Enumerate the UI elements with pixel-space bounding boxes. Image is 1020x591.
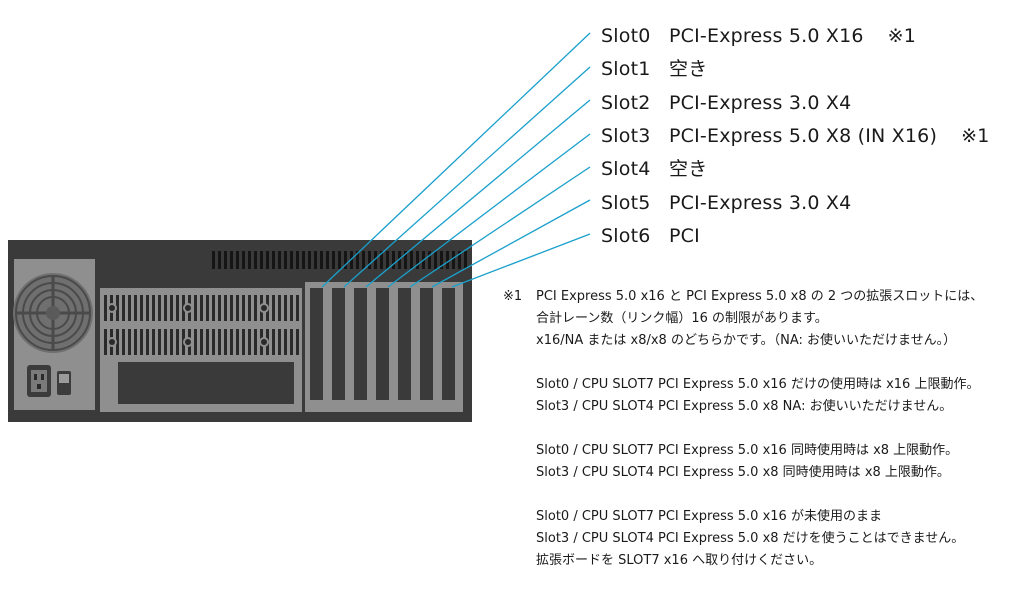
slot-name: Slot0 bbox=[601, 25, 651, 47]
footnote-line: 拡張ボードを SLOT7 x16 へ取り付けください。 bbox=[536, 553, 823, 568]
footnote-text: PCI Express 5.0 x16 と PCI Express 5.0 x8… bbox=[536, 289, 984, 304]
slot-desc: PCI-Express 5.0 X8 (IN X16) bbox=[669, 125, 938, 147]
footnote-line: Slot3 / CPU SLOT4 PCI Express 5.0 x8 だけを… bbox=[536, 531, 965, 546]
footnote-line: Slot3 / CPU SLOT4 PCI Express 5.0 x8 NA:… bbox=[536, 399, 953, 414]
slot-desc: 空き bbox=[669, 158, 708, 180]
slot-note: ※1 bbox=[961, 125, 990, 147]
footnote-block: ※1 PCI Express 5.0 x16 と PCI Express 5.0… bbox=[503, 286, 1018, 572]
footnote-line: 合計レーン数（リンク幅）16 の制限があります。 bbox=[536, 311, 828, 326]
slot-name: Slot3 bbox=[601, 125, 651, 147]
psu-fan-icon bbox=[13, 273, 93, 353]
leader-lines bbox=[321, 32, 591, 288]
slot-label-1: Slot1 空き bbox=[601, 54, 707, 84]
power-supply bbox=[13, 259, 95, 410]
leader-line-slot0 bbox=[321, 32, 591, 288]
slot-label-3: Slot3 PCI-Express 5.0 X8 (IN X16) ※1 bbox=[601, 121, 990, 151]
footnote-line: Slot0 / CPU SLOT7 PCI Express 5.0 x16 だけ… bbox=[536, 377, 980, 392]
slot-name: Slot1 bbox=[601, 58, 651, 80]
top-vent-grille bbox=[212, 251, 467, 269]
leader-line-slot6 bbox=[451, 233, 591, 288]
footnote-line: x16/NA または x8/x8 のどちらかです。（NA: お使いいただけません… bbox=[536, 333, 957, 348]
slot-label-2: Slot2 PCI-Express 3.0 X4 bbox=[601, 88, 851, 118]
slot-label-4: Slot4 空き bbox=[601, 154, 707, 184]
slot-desc: PCI-Express 5.0 X16 bbox=[669, 25, 864, 47]
leader-line-slot2 bbox=[365, 99, 591, 288]
slot-name: Slot5 bbox=[601, 192, 651, 214]
slot-label-0: Slot0 PCI-Express 5.0 X16 ※1 bbox=[601, 21, 916, 51]
footnote-line: Slot0 / CPU SLOT7 PCI Express 5.0 x16 が未… bbox=[536, 509, 882, 524]
slot-label-6: Slot6 PCI bbox=[601, 221, 700, 251]
slot-note: ※1 bbox=[887, 25, 917, 47]
slot-desc: PCI-Express 3.0 X4 bbox=[669, 92, 852, 114]
slot-desc: 空き bbox=[669, 58, 708, 80]
slot-label-5: Slot5 PCI-Express 3.0 X4 bbox=[601, 188, 851, 218]
footnote-mark: ※1 bbox=[503, 289, 523, 304]
slot-name: Slot2 bbox=[601, 92, 651, 114]
footnote-line: Slot0 / CPU SLOT7 PCI Express 5.0 x16 同時… bbox=[536, 443, 959, 458]
io-panel bbox=[100, 288, 302, 412]
expansion-slot-area bbox=[305, 282, 463, 412]
slot-name: Slot4 bbox=[601, 158, 651, 180]
slot-desc: PCI bbox=[669, 225, 700, 247]
leader-line-slot3 bbox=[387, 133, 591, 288]
slot-name: Slot6 bbox=[601, 225, 651, 247]
footnote-line: Slot3 / CPU SLOT4 PCI Express 5.0 x8 同時使… bbox=[536, 465, 950, 480]
power-switch-icon bbox=[57, 371, 71, 395]
leader-line-slot1 bbox=[343, 66, 591, 288]
slot-desc: PCI-Express 3.0 X4 bbox=[669, 192, 852, 214]
power-socket-icon bbox=[27, 365, 51, 397]
io-port-cutout bbox=[118, 362, 294, 404]
footnote-first-line: ※1 PCI Express 5.0 x16 と PCI Express 5.0… bbox=[503, 286, 1018, 308]
leader-line-slot5 bbox=[431, 199, 591, 288]
leader-line-slot4 bbox=[409, 166, 591, 288]
